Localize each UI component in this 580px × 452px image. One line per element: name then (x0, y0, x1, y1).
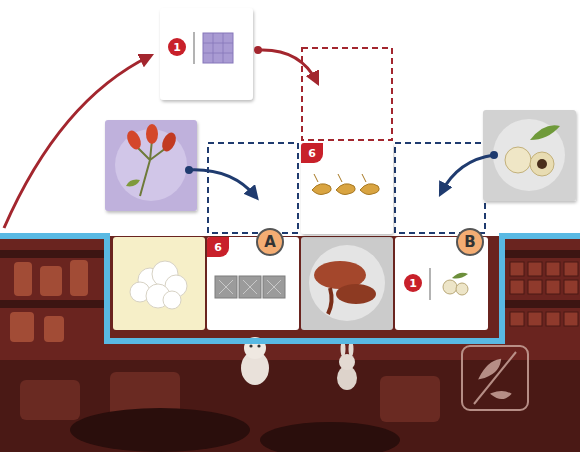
longan-card (483, 110, 576, 201)
placement-slot (395, 143, 485, 233)
callout-number: 1 (404, 274, 422, 292)
shop-background (0, 236, 580, 452)
lingzhi-card (301, 237, 393, 330)
ingredient-card: 6 (301, 143, 393, 234)
slot-letter: A (264, 235, 276, 250)
order-card: 1 (160, 8, 253, 100)
placement-slot (302, 48, 392, 140)
slot-marker: B (456, 228, 484, 256)
placement-slot (208, 143, 298, 233)
tray-frame (0, 236, 580, 341)
shop-creatures (241, 337, 357, 390)
pass-icon (462, 346, 528, 410)
ingredient-card: 6 (207, 237, 299, 330)
rosehip-card (105, 120, 197, 211)
wild-order-card (160, 8, 253, 100)
slot-marker: A (256, 228, 284, 256)
placement-arrows (4, 46, 498, 228)
tremella-card (113, 237, 205, 330)
callout-number: 1 (168, 38, 186, 56)
cost-number: 6 (207, 237, 229, 257)
storage-card (207, 237, 299, 330)
slot-letter: B (464, 235, 475, 250)
ginseng-card (301, 143, 393, 234)
cost-number: 6 (301, 143, 323, 163)
